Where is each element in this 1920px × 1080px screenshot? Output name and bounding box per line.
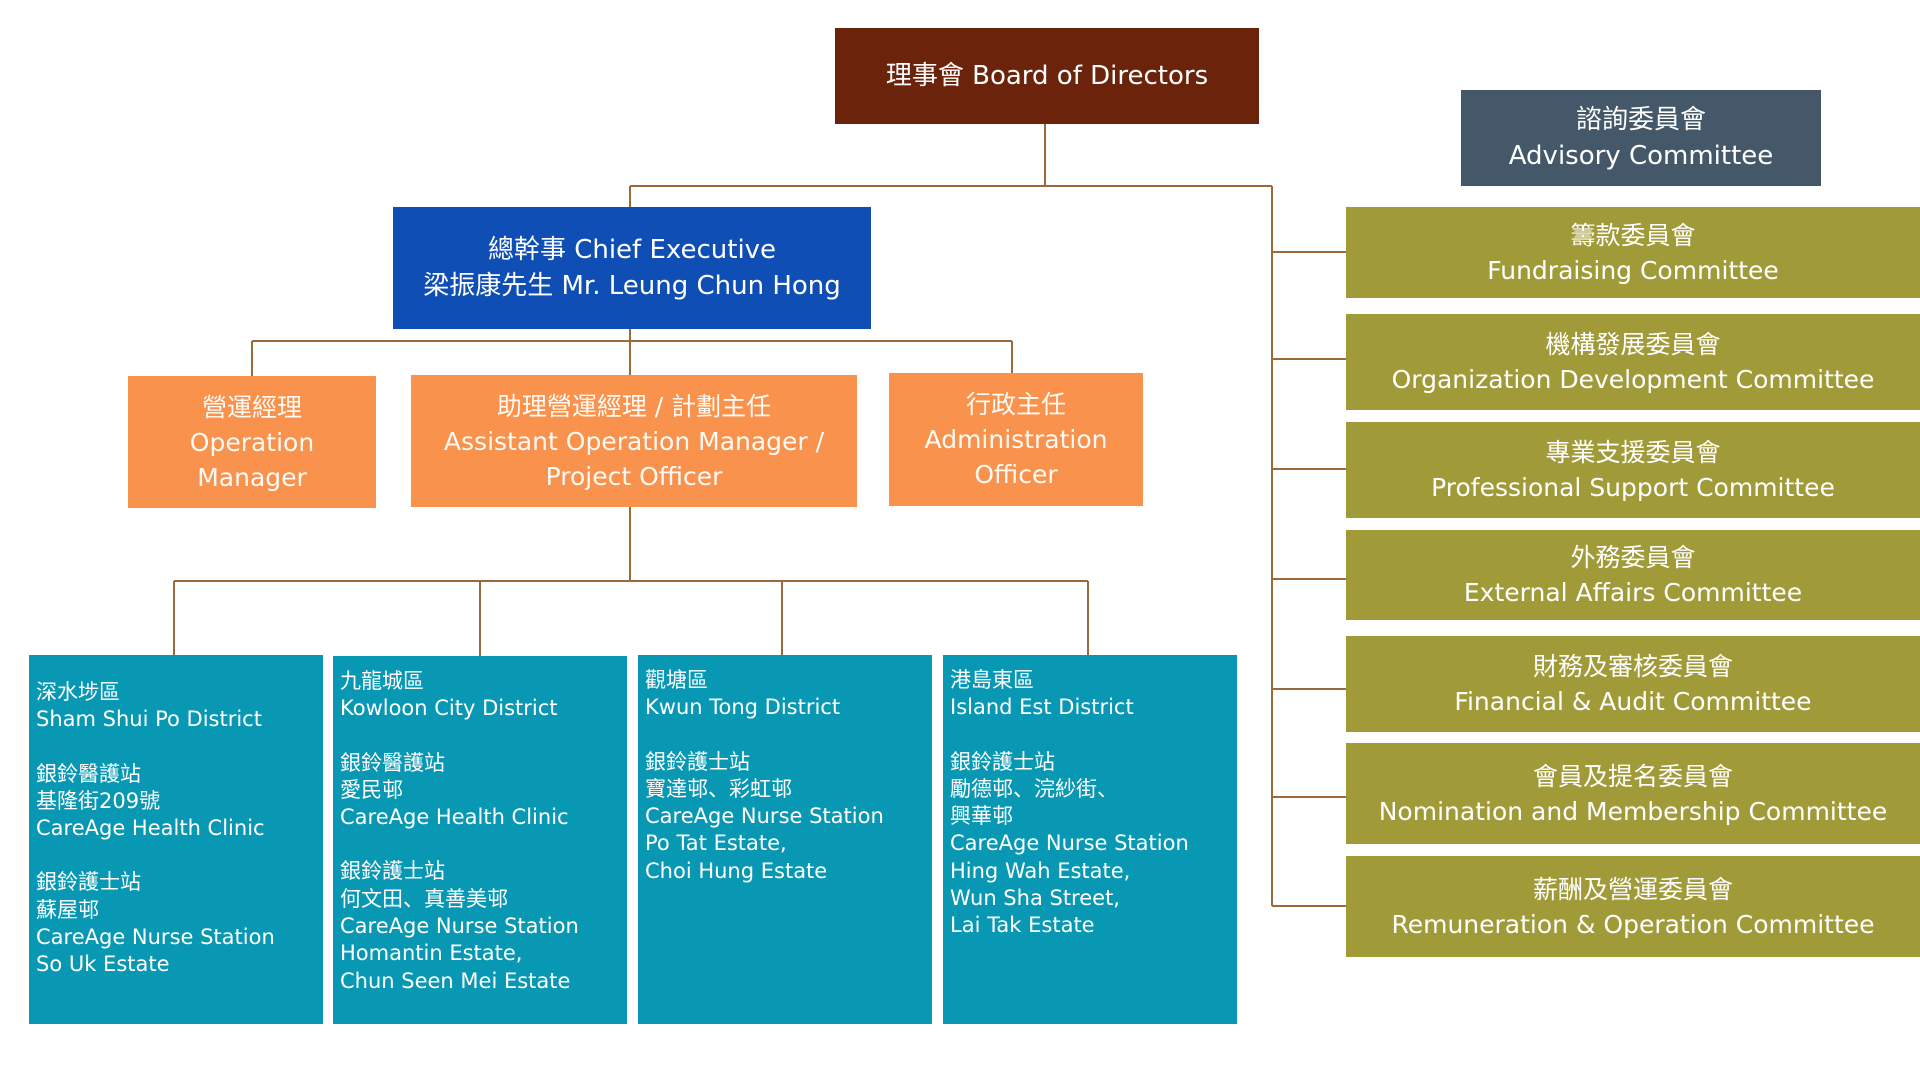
chief-executive-title: 總幹事 Chief Executive	[487, 234, 777, 265]
committee-en: Remuneration & Operation Committee	[1391, 909, 1875, 939]
committee-professional-support-box: 專業支援委員會 Professional Support Committee	[1346, 422, 1920, 518]
station-estate-en: Homantin Estate,	[340, 941, 523, 966]
station-address-zh: 基隆街209號	[36, 788, 161, 813]
station-estate-zh: 勵德邨、浣紗街、	[950, 776, 1118, 801]
operation-manager-en-2: Manager	[197, 462, 307, 492]
station-name-zh: 銀鈴護士站	[950, 749, 1055, 774]
station-estate-zh: 興華邨	[950, 804, 1013, 829]
district-name-en: Island Est District	[950, 695, 1134, 720]
station-estate-zh: 愛民邨	[340, 777, 403, 802]
assistant-manager-zh: 助理營運經理 / 計劃主任	[496, 391, 772, 421]
district-name-en: Sham Shui Po District	[36, 707, 262, 732]
station-name-zh: 銀鈴護士站	[340, 859, 445, 884]
committee-en: Financial & Audit Committee	[1454, 687, 1812, 716]
station-name-en: CareAge Nurse Station	[645, 804, 884, 829]
station-name-zh: 銀鈴醫護站	[36, 761, 141, 786]
committee-nomination-membership-box: 會員及提名委員會 Nomination and Membership Commi…	[1346, 743, 1920, 844]
station-estate-en: Po Tat Estate,	[645, 831, 787, 856]
operation-manager-en-1: Operation	[189, 427, 315, 457]
committee-organization-development-box: 機構發展委員會 Organization Development Committ…	[1346, 314, 1920, 410]
board-label: 理事會 Board of Directors	[885, 60, 1209, 91]
operation-manager-box: 營運經理 Operation Manager	[128, 376, 376, 508]
station-name-en: CareAge Nurse Station	[36, 925, 275, 950]
station-estate-en: Lai Tak Estate	[950, 913, 1095, 938]
district-kwun-tong-box: 觀塘區 Kwun Tong District 銀鈴護士站 寶達邨、彩虹邨 Car…	[638, 655, 932, 1024]
committee-en: Fundraising Committee	[1487, 255, 1779, 285]
assistant-manager-en-2: Project Officer	[545, 461, 723, 491]
district-name-zh: 九龍城區	[340, 669, 424, 693]
committee-zh: 外務委員會	[1570, 543, 1696, 572]
administration-officer-en-1: Administration	[924, 425, 1108, 454]
station-estate-en: Hing Wah Estate,	[950, 858, 1131, 883]
committee-zh: 籌款委員會	[1570, 220, 1696, 250]
committee-en: Professional Support Committee	[1431, 473, 1835, 502]
committee-zh: 會員及提名委員會	[1532, 761, 1733, 791]
station-name-en: CareAge Health Clinic	[340, 805, 569, 830]
station-estate-en: So Uk Estate	[36, 952, 170, 977]
committee-en: External Affairs Committee	[1463, 578, 1803, 607]
district-name-en: Kwun Tong District	[645, 695, 841, 720]
administration-officer-box: 行政主任 Administration Officer	[889, 373, 1143, 506]
district-island-east-box: 港島東區 Island Est District 銀鈴護士站 勵德邨、浣紗街、 …	[943, 655, 1237, 1024]
committee-remuneration-operation-box: 薪酬及營運委員會 Remuneration & Operation Commit…	[1346, 856, 1920, 957]
station-estate-en: Wun Sha Street,	[950, 886, 1120, 911]
committee-fundraising-box: 籌款委員會 Fundraising Committee	[1346, 207, 1920, 298]
advisory-committee-box: 諮詢委員會 Advisory Committee	[1461, 90, 1821, 186]
station-name-en: CareAge Nurse Station	[340, 914, 579, 939]
station-name-zh: 銀鈴醫護站	[340, 750, 445, 775]
station-name-en: CareAge Nurse Station	[950, 831, 1189, 856]
station-name-zh: 銀鈴護士站	[36, 870, 141, 895]
district-sham-shui-po-box: 深水埗區 Sham Shui Po District 銀鈴醫護站 基隆街209號…	[29, 655, 323, 1024]
administration-officer-en-2: Officer	[974, 460, 1058, 489]
district-name-en: Kowloon City District	[340, 696, 558, 721]
chief-executive-name: 梁振康先生 Mr. Leung Chun Hong	[423, 271, 841, 301]
station-estate-en: Chun Seen Mei Estate	[340, 968, 571, 993]
chief-executive-box: 總幹事 Chief Executive 梁振康先生 Mr. Leung Chun…	[393, 207, 871, 329]
district-name-zh: 深水埗區	[36, 680, 120, 704]
committee-en: Organization Development Committee	[1391, 365, 1875, 394]
advisory-zh: 諮詢委員會	[1575, 104, 1706, 135]
district-name-zh: 港島東區	[950, 668, 1034, 692]
station-estate-zh: 何文田、真善美邨	[340, 886, 508, 911]
assistant-operation-manager-box: 助理營運經理 / 計劃主任 Assistant Operation Manage…	[411, 375, 857, 507]
station-estate-zh: 蘇屋邨	[36, 897, 99, 922]
committee-en: Nomination and Membership Committee	[1378, 796, 1888, 826]
administration-officer-zh: 行政主任	[965, 390, 1066, 419]
committee-zh: 財務及審核委員會	[1532, 652, 1733, 681]
station-name-zh: 銀鈴護士站	[645, 749, 750, 774]
station-estate-zh: 寶達邨、彩虹邨	[645, 776, 792, 801]
committee-zh: 薪酬及營運委員會	[1532, 874, 1733, 904]
committee-financial-audit-box: 財務及審核委員會 Financial & Audit Committee	[1346, 636, 1920, 732]
committee-external-affairs-box: 外務委員會 External Affairs Committee	[1346, 530, 1920, 620]
district-name-zh: 觀塘區	[645, 668, 708, 692]
district-kowloon-city-box: 九龍城區 Kowloon City District 銀鈴醫護站 愛民邨 Car…	[333, 656, 627, 1024]
board-of-directors-box: 理事會 Board of Directors	[835, 28, 1259, 124]
station-estate-en: Choi Hung Estate	[645, 858, 828, 883]
operation-manager-zh: 營運經理	[201, 392, 302, 422]
committee-zh: 專業支援委員會	[1545, 438, 1721, 467]
station-name-en: CareAge Health Clinic	[36, 816, 265, 841]
advisory-en: Advisory Committee	[1508, 141, 1774, 171]
assistant-manager-en-1: Assistant Operation Manager /	[443, 426, 825, 456]
committee-zh: 機構發展委員會	[1545, 330, 1721, 359]
